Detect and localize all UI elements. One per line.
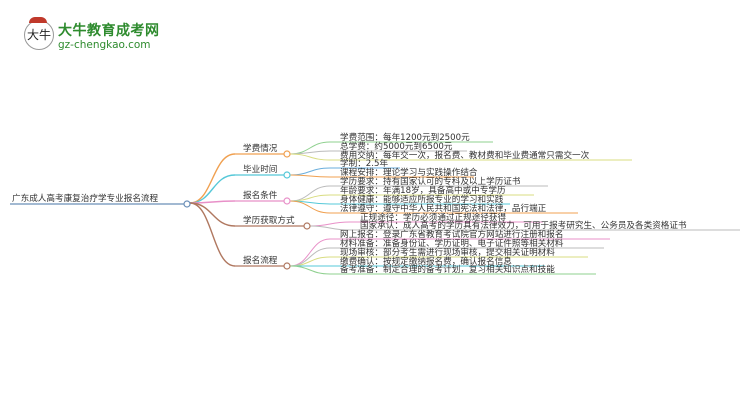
leaf-connector bbox=[289, 150, 331, 155]
logo-badge-text: 大牛 bbox=[26, 28, 51, 42]
leaf-label: 身体健康：能够适应所报专业的学习和实践 bbox=[340, 193, 504, 205]
leaf-label: 课程安排：理论学习与实践操作结合 bbox=[340, 166, 478, 178]
leaf-connector bbox=[289, 185, 331, 202]
leaf-label: 学制：2.5年 bbox=[340, 157, 388, 169]
branch-label: 学费情况 bbox=[243, 142, 278, 154]
leaf-label: 现场审核：部分考生需进行现场审核，提交相关证明材料 bbox=[340, 246, 555, 258]
leaf-connector bbox=[289, 265, 331, 275]
leaf-label: 学费范围：每年1200元到2500元 bbox=[340, 131, 470, 143]
branch-node bbox=[283, 262, 291, 270]
logo-title: 大牛教育成考网 bbox=[58, 23, 160, 39]
leaf-label: 年龄要求：年满18岁，具备高中或中专学历 bbox=[340, 184, 506, 196]
leaf-connector bbox=[289, 174, 331, 178]
leaf-label: 正规途径：学历必须通过正规途径获得 bbox=[360, 211, 507, 223]
leaf-connector bbox=[309, 221, 351, 227]
leaf-label: 法律遵守：遵守中华人民共和国宪法和法律，品行端正 bbox=[340, 202, 547, 214]
root-node bbox=[183, 200, 191, 208]
leaf-label: 缴费确认：按规定缴纳报名费，确认报名信息 bbox=[340, 255, 512, 267]
logo: 大牛 大牛教育成考网 gz-chengkao.com bbox=[20, 14, 160, 54]
branch-connector bbox=[189, 153, 236, 204]
logo-cap bbox=[29, 17, 47, 23]
logo-url: gz-chengkao.com bbox=[58, 39, 151, 51]
leaf-label: 备考准备：制定合理的备考计划，复习相关知识点和技能 bbox=[340, 263, 555, 275]
leaf-connector bbox=[289, 153, 331, 161]
leaf-label: 学历要求：持有国家认可的专科及以上学历证书 bbox=[340, 175, 521, 187]
branch-label: 报名条件 bbox=[243, 189, 278, 201]
leaf-label: 费用交纳：每年交一次，报名费、教材费和毕业费通常只需交一次 bbox=[340, 149, 590, 161]
leaf-connector bbox=[309, 225, 351, 231]
branch-connector bbox=[189, 202, 236, 227]
leaf-label: 总学费：约5000元到6500元 bbox=[340, 140, 453, 152]
branch-connector bbox=[189, 202, 236, 267]
branch-label: 学历获取方式 bbox=[243, 214, 295, 226]
leaf-label: 国家承认：成人高考的学历具有法律效力，可用于报考研究生、公务员及各类资格证书 bbox=[360, 219, 687, 231]
root-label: 广东成人高考康复治疗学专业报名流程 bbox=[12, 192, 159, 204]
branch-node bbox=[303, 222, 311, 230]
branch-connector bbox=[189, 174, 236, 204]
branch-node bbox=[283, 197, 291, 205]
leaf-label: 网上报名：登录广东省教育考试院官方网站进行注册和报名 bbox=[340, 228, 563, 240]
leaf-label: 材料准备：准备身份证、学历证明、电子证件照等相关材料 bbox=[340, 237, 564, 249]
branch-node bbox=[283, 171, 291, 179]
branch-node bbox=[283, 150, 291, 158]
branch-label: 报名流程 bbox=[243, 254, 278, 266]
branch-label: 毕业时间 bbox=[243, 163, 277, 175]
logo-badge: 大牛 bbox=[24, 20, 54, 50]
leaf-connector bbox=[289, 167, 331, 176]
leaf-connector bbox=[289, 200, 331, 214]
